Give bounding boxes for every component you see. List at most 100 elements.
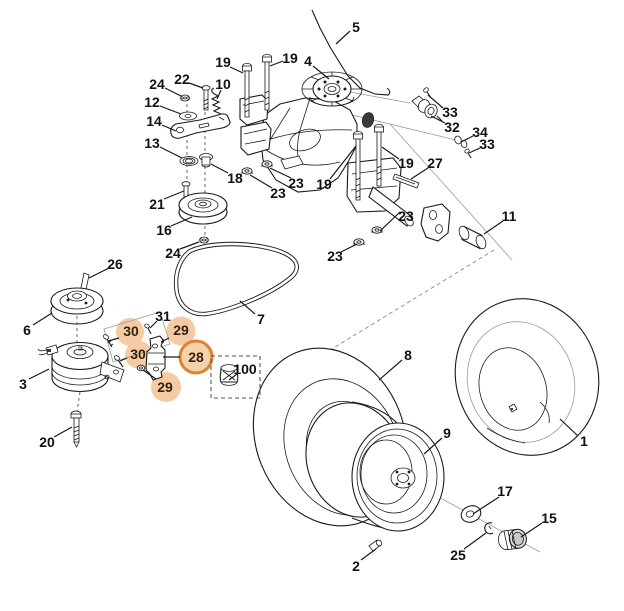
callout-18[interactable]: 18 — [227, 170, 243, 186]
callout-5[interactable]: 5 — [352, 19, 360, 35]
part-key-pin — [80, 272, 90, 291]
callout-24[interactable]: 24 — [165, 245, 181, 261]
callout-4[interactable]: 4 — [304, 53, 312, 69]
leader-line-26 — [88, 267, 110, 279]
leader-line-3 — [28, 368, 50, 380]
highlight-circle-30[interactable] — [116, 318, 144, 346]
callout-25[interactable]: 25 — [450, 547, 466, 563]
callout-22[interactable]: 22 — [174, 71, 190, 87]
highlight-circle-29[interactable] — [151, 372, 181, 402]
callout-20[interactable]: 20 — [39, 434, 55, 450]
part-control-rod — [311, 9, 391, 96]
callout-23[interactable]: 23 — [327, 248, 343, 264]
highlight-circle-29[interactable] — [166, 316, 196, 346]
leader-line-30 — [119, 357, 128, 362]
part-transmission — [239, 71, 451, 242]
callout-13[interactable]: 13 — [144, 135, 160, 151]
leader-line-15 — [520, 522, 543, 538]
leader-line-13 — [159, 146, 183, 159]
leader-line-10 — [216, 89, 222, 100]
callout-33[interactable]: 33 — [442, 104, 458, 120]
leader-line-32 — [430, 115, 446, 124]
leader-line-33 — [427, 94, 444, 109]
callout-21[interactable]: 21 — [149, 196, 165, 212]
callout-3[interactable]: 3 — [19, 376, 27, 392]
leader-line-18 — [210, 163, 229, 174]
leader-line-23 — [269, 167, 292, 179]
callout-15[interactable]: 15 — [541, 510, 557, 526]
callout-17[interactable]: 17 — [497, 483, 513, 499]
nut-23-group — [241, 160, 383, 246]
leader-line-19 — [329, 145, 357, 180]
leader-line-30 — [107, 337, 120, 342]
leader-line-27 — [410, 167, 429, 180]
leader-line-29 — [142, 369, 157, 380]
callout-29[interactable]: 29 — [157, 379, 173, 395]
callout-23[interactable]: 23 — [270, 185, 286, 201]
callout-30[interactable]: 30 — [123, 323, 139, 339]
leader-line-24 — [164, 87, 182, 97]
leader-line-23 — [379, 211, 401, 232]
leader-line-1 — [559, 418, 579, 437]
callout-8[interactable]: 8 — [404, 347, 412, 363]
leader-line-21 — [163, 190, 185, 200]
callout-23[interactable]: 23 — [288, 175, 304, 191]
part-tire — [454, 298, 600, 456]
callout-31[interactable]: 31 — [155, 308, 171, 324]
callout-34[interactable]: 34 — [472, 124, 488, 140]
leader-line-29 — [160, 337, 170, 343]
callout-27[interactable]: 27 — [427, 155, 443, 171]
leader-line-4 — [312, 65, 330, 80]
callout-14[interactable]: 14 — [146, 113, 162, 129]
callout-29[interactable]: 29 — [173, 322, 189, 338]
leader-line-100 — [228, 373, 238, 381]
callout-11[interactable]: 11 — [502, 208, 517, 224]
leader-line-2 — [360, 548, 377, 561]
callout-100[interactable]: 100 — [233, 361, 257, 377]
callout-19[interactable]: 19 — [215, 54, 231, 70]
leader-line-6 — [32, 312, 53, 326]
callout-16[interactable]: 16 — [156, 222, 172, 238]
callout-2[interactable]: 2 — [352, 558, 360, 574]
part-right-small-parts — [392, 87, 487, 250]
leader-line-20 — [53, 426, 73, 438]
leader-line-19 — [229, 66, 244, 74]
callout-32[interactable]: 32 — [444, 119, 460, 135]
part-wheel-hardware — [368, 505, 527, 552]
leader-line-17 — [472, 496, 500, 515]
callout-9[interactable]: 9 — [443, 425, 451, 441]
leader-line-11 — [483, 220, 504, 235]
leader-line-25 — [463, 532, 487, 550]
callout-30[interactable]: 30 — [130, 346, 146, 362]
part-wheel-rim — [305, 401, 445, 532]
leader-line-23 — [249, 174, 273, 189]
leader-line-9 — [423, 437, 443, 455]
part-belt — [173, 241, 299, 317]
callout-6[interactable]: 6 — [23, 322, 31, 338]
leader-line-31 — [149, 320, 158, 329]
reference-box-100 — [210, 355, 261, 399]
callout-19[interactable]: 19 — [282, 50, 298, 66]
callout-24[interactable]: 24 — [149, 76, 165, 92]
callout-12[interactable]: 12 — [144, 94, 160, 110]
leader-line-5 — [335, 30, 351, 45]
leader-line-24 — [179, 241, 200, 250]
callout-28[interactable]: 28 — [188, 349, 204, 365]
callout-10[interactable]: 10 — [215, 76, 231, 92]
leader-line-19 — [269, 60, 284, 67]
part-idler-arm — [170, 113, 231, 139]
part-damper-100 — [219, 364, 239, 386]
callout-19[interactable]: 19 — [398, 155, 414, 171]
leader-line-14 — [161, 124, 177, 132]
callout-7[interactable]: 7 — [257, 311, 265, 327]
leader-line-12 — [159, 105, 182, 115]
part-clutch-assembly — [37, 272, 125, 448]
leader-line-8 — [378, 359, 403, 381]
callout-33[interactable]: 33 — [479, 136, 495, 152]
callout-1[interactable]: 1 — [580, 433, 588, 449]
callout-26[interactable]: 26 — [107, 256, 123, 272]
callout-23[interactable]: 23 — [398, 208, 414, 224]
callout-19[interactable]: 19 — [316, 176, 332, 192]
